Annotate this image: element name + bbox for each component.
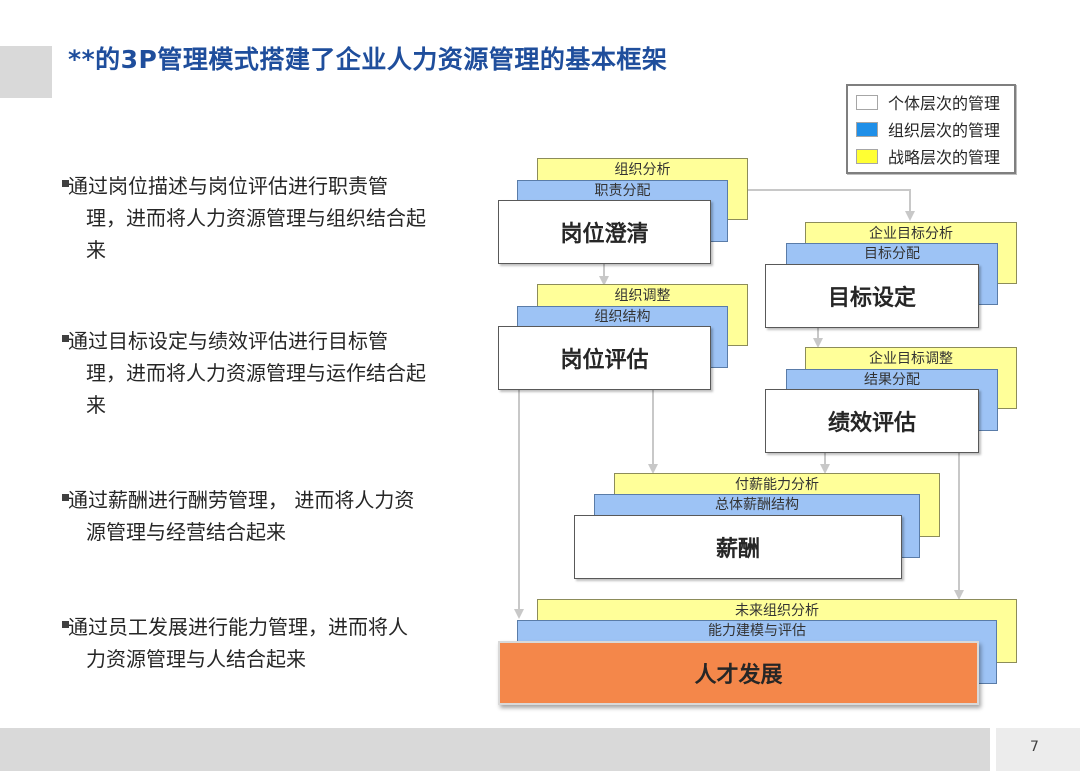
page-title: **的3P管理模式搭建了企业人力资源管理的基本框架 [68, 45, 668, 74]
node-talent-development: 人才发展 [498, 641, 979, 705]
footer-page-box [996, 728, 1080, 771]
legend-item-strategy: 战略层次的管理 [856, 144, 1000, 168]
page-number: 7 [1030, 739, 1039, 755]
legend-swatch [856, 148, 878, 164]
bullet-text: 通过目标设定与绩效评估进行目标管理，进而将人力资源管理与运作结合起来 [68, 329, 426, 417]
node-position-clarification: 岗位澄清 [498, 200, 711, 264]
bullet-marker [62, 621, 69, 628]
bullet-marker [62, 335, 69, 342]
bullet-text: 通过员工发展进行能力管理，进而将人力资源管理与人结合起来 [68, 615, 408, 671]
legend-swatch [856, 121, 878, 137]
legend-item-organization: 组织层次的管理 [856, 117, 1000, 141]
legend: 个体层次的管理 组织层次的管理 战略层次的管理 [846, 84, 1016, 174]
bullet-text: 通过岗位描述与岗位评估进行职责管理，进而将人力资源管理与组织结合起来 [68, 174, 426, 262]
bullet-marker [62, 494, 69, 501]
node-compensation: 薪酬 [574, 515, 902, 579]
legend-label: 战略层次的管理 [888, 148, 1001, 167]
connector-arrow [748, 189, 915, 221]
node-position-evaluation: 岗位评估 [498, 326, 711, 390]
corner-decoration [0, 46, 52, 98]
node-goal-setting: 目标设定 [765, 264, 979, 328]
bullet-marker [62, 180, 69, 187]
legend-label: 个体层次的管理 [888, 94, 1001, 113]
footer-bar [0, 728, 990, 771]
legend-swatch [856, 94, 878, 110]
legend-label: 组织层次的管理 [888, 121, 1001, 140]
bullet-text: 通过薪酬进行酬劳管理， 进而将人力资源管理与经营结合起来 [68, 488, 415, 544]
legend-item-individual: 个体层次的管理 [856, 90, 1000, 114]
node-performance-evaluation: 绩效评估 [765, 389, 979, 453]
